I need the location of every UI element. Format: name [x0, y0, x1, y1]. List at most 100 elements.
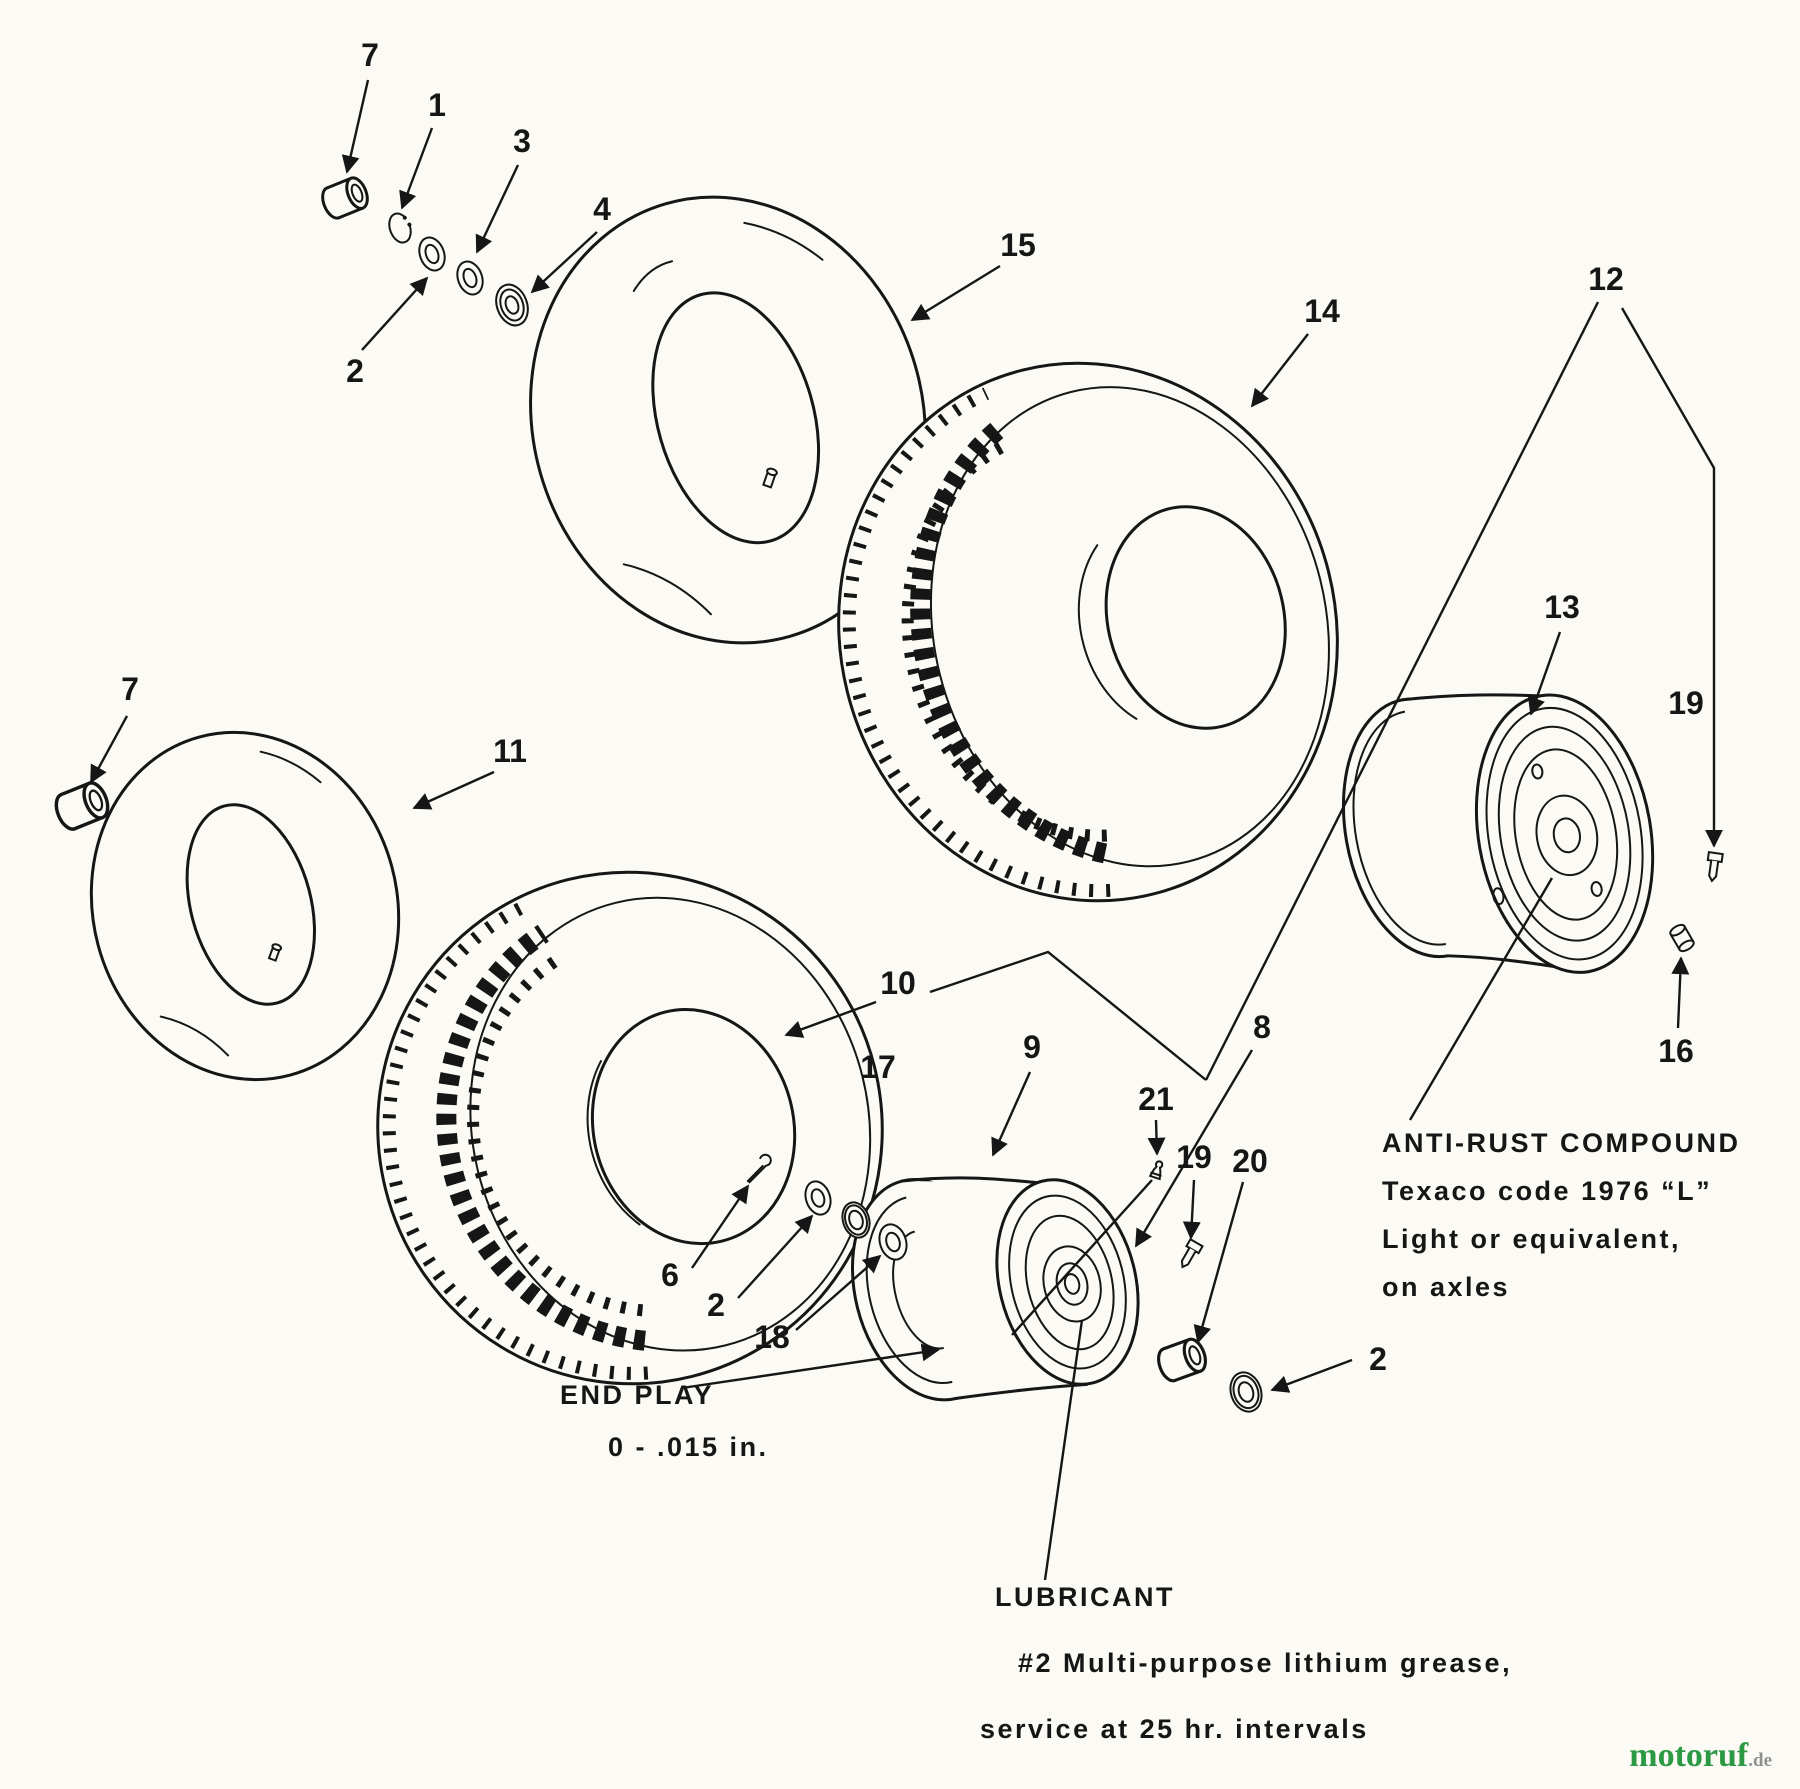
end-play-line-1: END PLAY	[560, 1380, 714, 1410]
leader-6	[691, 1184, 750, 1269]
cotter-pin-part-6	[746, 1153, 772, 1184]
leader-8	[1134, 1049, 1254, 1248]
tread-lug-band	[436, 924, 646, 1351]
part-label-18: 18	[754, 1319, 790, 1355]
anti-rust-note: ANTI-RUST COMPOUND Texaco code 1976 “L” …	[1382, 1128, 1740, 1302]
bearing-washer-part-17	[841, 1201, 871, 1239]
lubricant-line-3: service at 25 hr. intervals	[980, 1714, 1369, 1744]
part-label-8: 8	[1253, 1009, 1271, 1045]
leader-3	[475, 164, 520, 254]
lubricant-line-2: #2 Multi-purpose lithium grease,	[1018, 1648, 1512, 1678]
top-hardware-group	[321, 176, 529, 327]
leader-1	[399, 127, 434, 210]
tread-inner-band	[467, 956, 644, 1317]
part-label-19-right: 19	[1668, 685, 1704, 721]
leader-2-mid	[737, 1214, 814, 1299]
leader-11	[412, 770, 495, 810]
end-play-note: END PLAY 0 - .015 in.	[560, 1380, 769, 1462]
leader-lubricant	[1043, 1319, 1084, 1581]
part-number-labels: 7 1 3 4 2 15 14 12 13 19 16 7 11 10 9 8 …	[121, 37, 1704, 1377]
part-label-13: 13	[1544, 589, 1580, 625]
bushing-part-7-left	[54, 781, 110, 831]
watermark-brand[interactable]: motoruf	[1629, 1737, 1749, 1774]
leader-anti-rust	[1408, 877, 1554, 1121]
end-play-line-2: 0 - .015 in.	[608, 1432, 769, 1462]
leader-20	[1193, 1181, 1245, 1344]
key-pin-part-16	[1669, 923, 1695, 953]
bolt-part-19-lower	[1180, 1237, 1204, 1269]
part-label-2-top: 2	[346, 353, 364, 389]
leader-7-left	[89, 715, 129, 784]
leader-21	[1147, 1119, 1166, 1156]
tread-inner-band	[901, 438, 1108, 842]
tread-tick-band	[842, 387, 1111, 898]
part-label-15: 15	[1000, 227, 1036, 263]
part-label-20: 20	[1232, 1143, 1268, 1179]
tread-lug-band	[910, 420, 1108, 864]
part-label-17: 17	[860, 1049, 896, 1085]
anti-rust-line-4: on axles	[1382, 1272, 1510, 1302]
part-label-10: 10	[880, 965, 916, 1001]
inner-tube-11-drawing	[89, 730, 401, 1082]
valve-stem-icon	[267, 943, 283, 962]
grease-fitting-part-21	[1148, 1160, 1164, 1181]
bushing-part-20	[1157, 1337, 1207, 1383]
leader-16	[1671, 956, 1690, 1029]
leader-9	[991, 1071, 1032, 1157]
washer-part-3	[456, 260, 484, 296]
leader-12-diagonal	[1204, 301, 1600, 1081]
motoruf-watermark[interactable]: motoruf.de	[1629, 1737, 1772, 1775]
leader-19-lower	[1182, 1179, 1201, 1240]
leader-10	[784, 1000, 877, 1038]
part-label-2-lower: 2	[1369, 1341, 1387, 1377]
inner-tube-15-drawing	[529, 195, 927, 645]
bearing-part-4	[495, 283, 529, 327]
tire-10-drawing	[376, 870, 884, 1386]
leader-2-lower	[1270, 1358, 1353, 1393]
anti-rust-line-3: Light or equivalent,	[1382, 1224, 1681, 1254]
bracket-10-8	[929, 950, 1207, 1081]
part-label-7-top: 7	[361, 37, 379, 73]
valve-stem-icon	[762, 467, 778, 489]
anti-rust-line-1: ANTI-RUST COMPOUND	[1382, 1128, 1740, 1158]
part-label-12: 12	[1588, 261, 1624, 297]
bearing-part-2-lower	[1229, 1371, 1263, 1413]
part-label-19-lower: 19	[1176, 1139, 1212, 1175]
leader-13	[1527, 631, 1562, 716]
part-label-6: 6	[661, 1257, 679, 1293]
bolt-part-19-right	[1706, 851, 1724, 883]
lubricant-note: LUBRICANT #2 Multi-purpose lithium greas…	[980, 1582, 1512, 1744]
part-label-14: 14	[1304, 293, 1340, 329]
leader-18	[795, 1254, 882, 1331]
part-label-2-mid: 2	[707, 1287, 725, 1323]
bushing-part-7-top	[321, 176, 369, 220]
leader-lines	[89, 79, 1723, 1581]
anti-rust-line-2: Texaco code 1976 “L”	[1382, 1176, 1712, 1206]
watermark-tld: .de	[1748, 1750, 1772, 1771]
part-label-21: 21	[1138, 1081, 1174, 1117]
leader-14	[1250, 333, 1309, 408]
part-label-3: 3	[513, 123, 531, 159]
wheel-rim-13-drawing	[1341, 693, 1655, 974]
leader-7-top	[341, 79, 370, 174]
part-label-16: 16	[1658, 1033, 1694, 1069]
tread-tick-band	[382, 897, 649, 1380]
leader-15	[910, 264, 1001, 322]
part-label-4: 4	[593, 191, 611, 227]
hub-9-drawing	[850, 1176, 1140, 1402]
washer-part-2-mid	[804, 1180, 832, 1216]
leader-12-elbow	[1620, 307, 1723, 848]
lubricant-line-1: LUBRICANT	[995, 1582, 1175, 1612]
washer-part-2-top	[418, 236, 446, 272]
part-label-11: 11	[493, 733, 527, 769]
tire-14-drawing	[837, 361, 1339, 903]
snap-ring-part-1	[388, 212, 412, 244]
part-label-9: 9	[1023, 1029, 1041, 1065]
part-label-1: 1	[428, 87, 446, 123]
washer-part-18	[878, 1223, 908, 1261]
leader-2-top	[361, 276, 429, 351]
leader-end-play	[681, 1343, 940, 1390]
part-label-7-left: 7	[121, 671, 139, 707]
